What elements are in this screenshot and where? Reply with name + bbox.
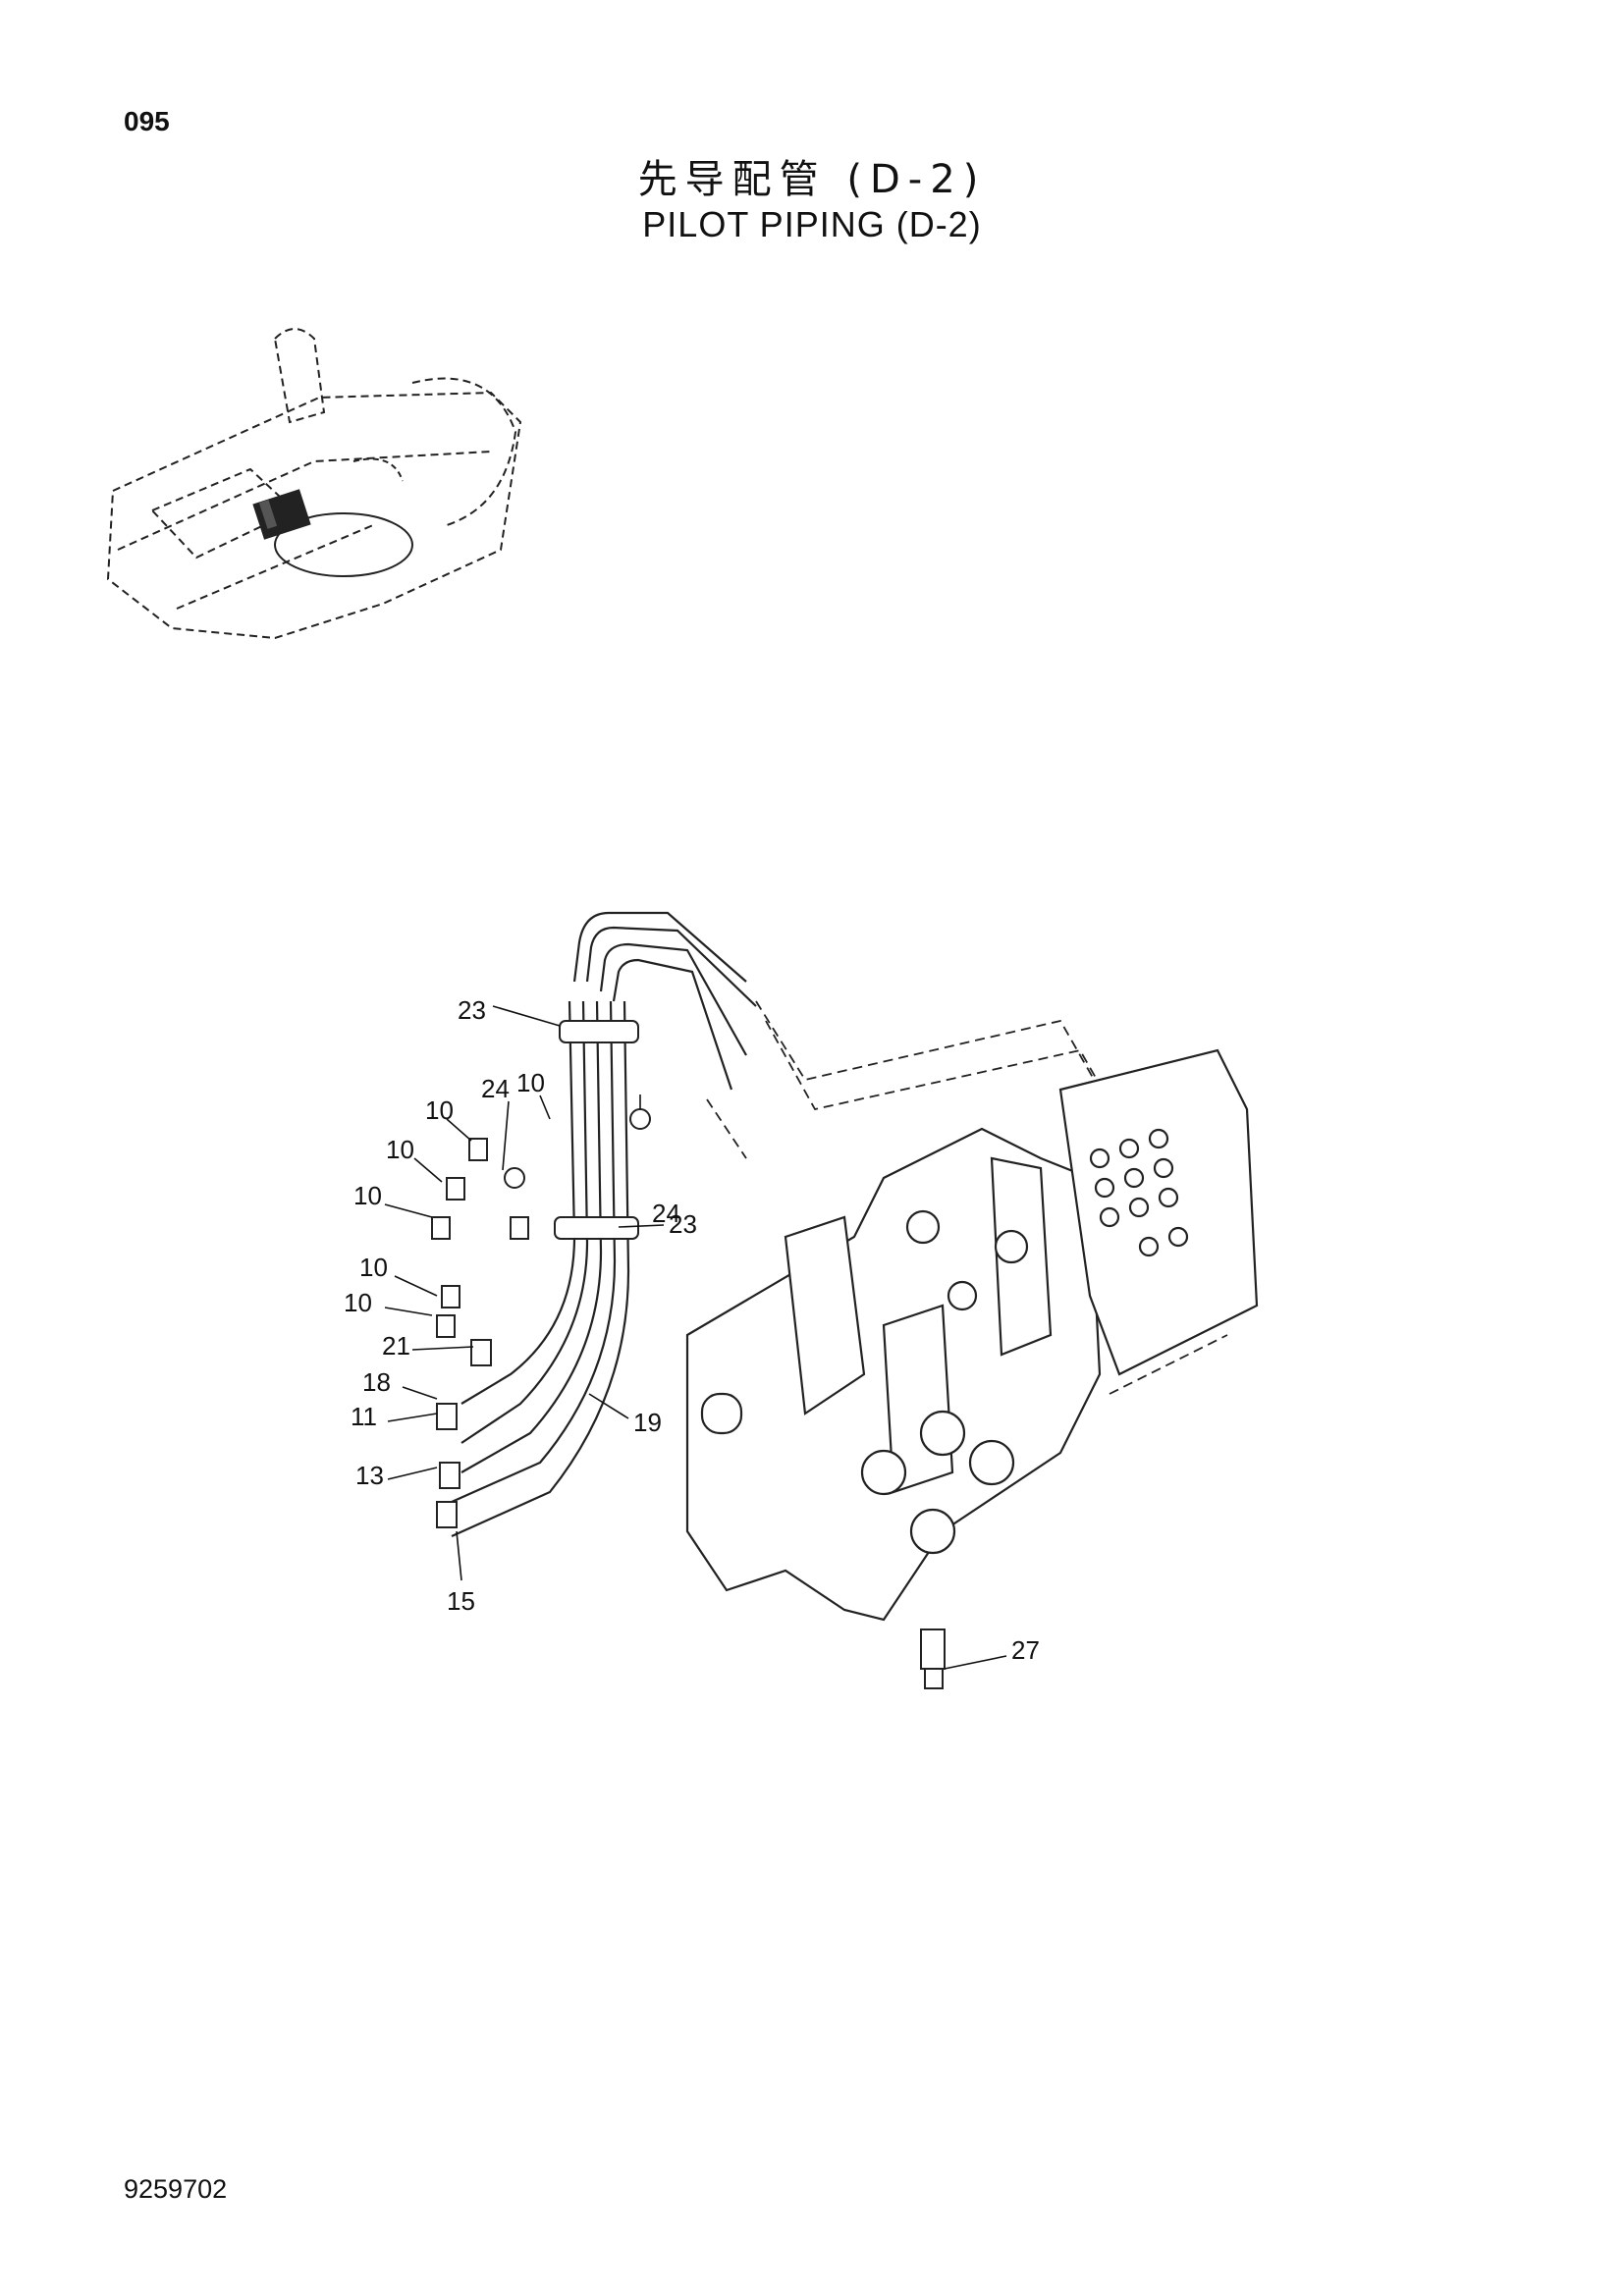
page-number: 095 <box>124 106 170 136</box>
callout-10-c: 10 <box>353 1181 382 1210</box>
callout-10-b: 10 <box>386 1135 414 1164</box>
callout-13: 13 <box>355 1461 384 1490</box>
bottom-fitting <box>920 1629 946 1689</box>
control-valve-body <box>685 1127 1102 1622</box>
callout-10-e: 10 <box>344 1288 372 1317</box>
pilot-valve-manifold <box>1058 1048 1259 1376</box>
fittings-left <box>431 1108 651 1528</box>
callout-10-upper: 10 <box>516 1068 545 1097</box>
title-chinese: 先导配管 (D-2) <box>637 157 987 202</box>
callout-18: 18 <box>362 1367 391 1397</box>
callout-19: 19 <box>633 1408 662 1437</box>
title-english: PILOT PIPING (D-2) <box>642 204 982 244</box>
callout-15: 15 <box>447 1586 475 1616</box>
drawing-number: 9259702 <box>124 2174 228 2204</box>
callout-11: 11 <box>351 1402 377 1431</box>
callout-23-top: 23 <box>458 995 486 1025</box>
callout-labels: 23 24 10 10 10 24 10 23 10 10 21 18 11 1… <box>344 995 1040 1665</box>
leader-lines <box>384 1005 1007 1670</box>
callout-10-d: 10 <box>359 1253 388 1282</box>
callout-24-right: 24 <box>652 1199 680 1228</box>
machine-overview-inset <box>106 328 522 640</box>
callout-23-mid: 23 <box>669 1209 697 1239</box>
highlighted-valve-block <box>252 489 311 540</box>
pilot-hoses <box>451 911 757 1538</box>
callout-10-a: 10 <box>425 1095 454 1125</box>
callout-24-left: 24 <box>481 1074 510 1103</box>
hose-clamps <box>554 1020 639 1240</box>
callout-21: 21 <box>382 1331 410 1361</box>
callout-27: 27 <box>1011 1635 1040 1665</box>
